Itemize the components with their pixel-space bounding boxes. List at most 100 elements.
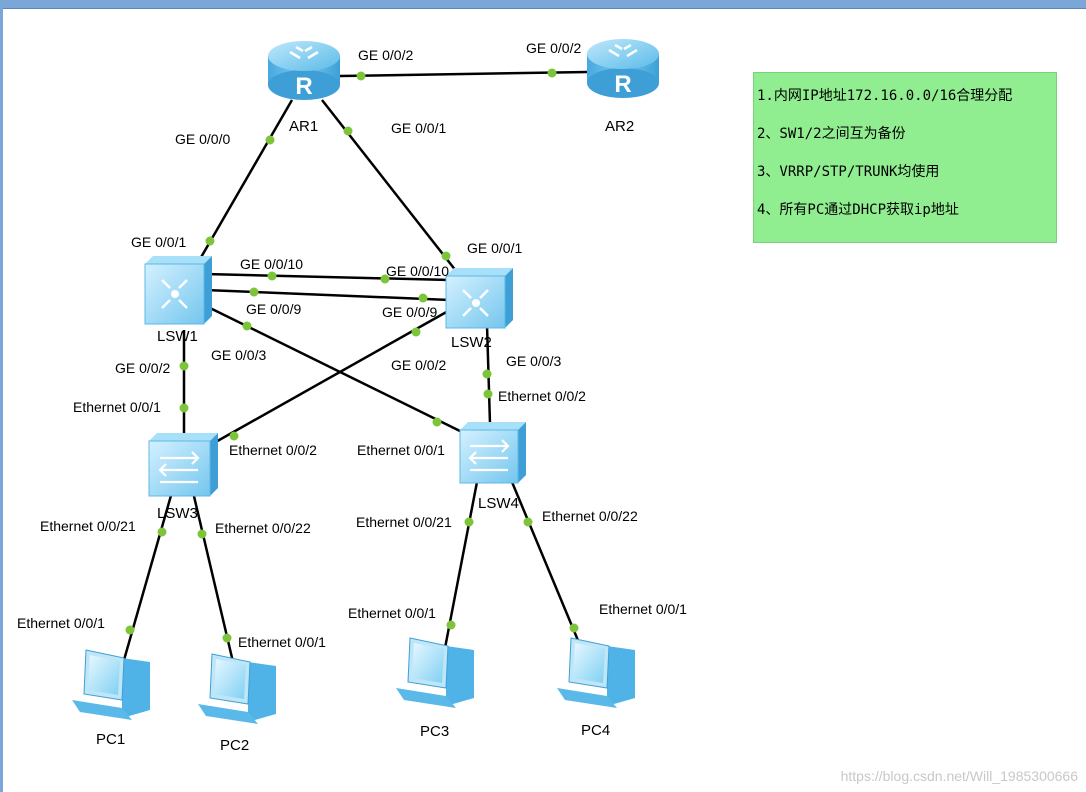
port-label-lsw3-eth021: Ethernet 0/0/21	[40, 518, 136, 534]
port-label-ar2-ge002: GE 0/0/2	[526, 40, 581, 56]
links	[122, 70, 589, 663]
pc-icon	[557, 637, 635, 708]
port-label-lsw1-ge001: GE 0/0/1	[131, 234, 186, 250]
port-label-pc1-eth001: Ethernet 0/0/1	[17, 615, 105, 631]
link-lsw4-pc4	[510, 481, 584, 651]
port-label-pc4-eth001: Ethernet 0/0/1	[599, 601, 687, 617]
port-label-ar1-ge001: GE 0/0/1	[391, 120, 446, 136]
port-dot-ar1-ge000	[265, 135, 275, 145]
window-left-border	[0, 8, 3, 792]
port-dot-lsw3-eth022	[197, 529, 207, 539]
device-label-ar2: AR2	[605, 118, 634, 135]
port-label-lsw1-ge009: GE 0/0/9	[246, 301, 301, 317]
svg-text:R: R	[295, 73, 312, 100]
port-dot-lsw4-eth021	[464, 517, 474, 527]
pc-pc2[interactable]: PC2	[198, 653, 276, 754]
device-label-lsw1: LSW1	[157, 328, 198, 345]
pc-pc1[interactable]: PC1	[72, 649, 150, 748]
device-label-lsw4: LSW4	[478, 495, 519, 512]
port-label-lsw3-eth001: Ethernet 0/0/1	[73, 399, 161, 415]
note-line-4: 4、所有PC通过DHCP获取ip地址	[757, 202, 959, 218]
port-dot-lsw1-ge002	[179, 361, 189, 371]
link-lsw2-lsw3	[204, 308, 451, 450]
device-label-pc4: PC4	[581, 722, 610, 739]
router-icon: R	[268, 41, 340, 100]
svg-text:R: R	[614, 71, 631, 98]
link-lsw1-lsw4	[209, 306, 463, 434]
port-label-lsw2-ge009: GE 0/0/9	[382, 304, 437, 320]
port-dot-lsw2-ge010	[380, 274, 390, 284]
l2-switch-icon	[148, 433, 218, 497]
switch-lsw4[interactable]: LSW4	[459, 422, 526, 512]
port-label-lsw2-ge001: GE 0/0/1	[467, 240, 522, 256]
port-dot-ar1-ge002	[356, 71, 366, 81]
device-label-pc3: PC3	[420, 723, 449, 740]
port-label-ar1-ge002: GE 0/0/2	[358, 47, 413, 63]
switch-lsw2[interactable]: LSW2	[445, 268, 513, 351]
switch-lsw1[interactable]: LSW1	[144, 256, 212, 345]
note-line-1: 1.内网IP地址172.16.0.0/16合理分配	[757, 88, 1013, 104]
port-label-lsw1-ge002: GE 0/0/2	[115, 360, 170, 376]
port-label-lsw2-ge003: GE 0/0/3	[506, 353, 561, 369]
port-label-lsw4-eth021: Ethernet 0/0/21	[356, 514, 452, 530]
port-dot-ar1-ge001	[343, 126, 353, 136]
port-dot-ar2-ge002	[547, 68, 557, 78]
port-label-lsw1-ge010: GE 0/0/10	[240, 256, 303, 272]
port-label-lsw3-eth022: Ethernet 0/0/22	[215, 520, 311, 536]
port-dot-lsw3-eth002	[229, 431, 239, 441]
pc-pc4[interactable]: PC4	[557, 637, 635, 739]
window-title-bar	[0, 0, 1086, 9]
port-dot-lsw1-ge003	[242, 321, 252, 331]
port-dot-pc1-eth001	[125, 625, 135, 635]
port-dot-lsw4-eth022	[523, 517, 533, 527]
router-icon: R	[587, 39, 659, 98]
pc-pc3[interactable]: PC3	[396, 637, 474, 740]
link-lsw4-pc3	[443, 481, 479, 649]
port-dot-lsw2-ge003	[482, 369, 492, 379]
port-dot-pc2-eth001	[222, 633, 232, 643]
requirements-note[interactable]: 1.内网IP地址172.16.0.0/16合理分配 2、SW1/2之间互为备份 …	[753, 72, 1057, 243]
router-ar2[interactable]: R AR2	[587, 39, 659, 135]
port-dot-lsw4-eth002	[483, 389, 493, 399]
port-dot-lsw3-eth001	[179, 403, 189, 413]
device-label-ar1: AR1	[289, 118, 318, 135]
pc-icon	[198, 653, 276, 724]
watermark: https://blog.csdn.net/Will_1985300666	[840, 768, 1078, 784]
device-label-lsw3: LSW3	[157, 505, 198, 522]
port-dot-lsw2-ge009	[418, 293, 428, 303]
port-label-pc3-eth001: Ethernet 0/0/1	[348, 605, 436, 621]
device-label-lsw2: LSW2	[451, 334, 492, 351]
port-label-lsw2-ge010: GE 0/0/10	[386, 263, 449, 279]
note-line-3: 3、VRRP/STP/TRUNK均使用	[757, 164, 940, 180]
port-dot-pc3-eth001	[446, 620, 456, 630]
port-label-lsw4-eth022: Ethernet 0/0/22	[542, 508, 638, 524]
l3-switch-icon	[445, 268, 513, 329]
link-lsw1-lsw2-ge10	[204, 272, 451, 282]
port-dot-lsw1-ge010	[267, 271, 277, 281]
l2-switch-icon	[459, 422, 526, 484]
link-ar1-ar2	[339, 70, 589, 78]
port-dot-lsw1-ge001	[205, 236, 215, 246]
note-line-2: 2、SW1/2之间互为备份	[757, 126, 906, 142]
port-label-pc2-eth001: Ethernet 0/0/1	[238, 634, 326, 650]
port-dots	[125, 68, 579, 643]
port-label-lsw3-eth002: Ethernet 0/0/2	[229, 442, 317, 458]
device-label-pc2: PC2	[220, 737, 249, 754]
port-label-lsw2-ge002: GE 0/0/2	[391, 357, 446, 373]
port-dot-lsw3-eth021	[157, 527, 167, 537]
l3-switch-icon	[144, 256, 212, 325]
device-label-pc1: PC1	[96, 731, 125, 748]
switch-lsw3[interactable]: LSW3	[148, 433, 218, 522]
link-lsw1-lsw2-ge9	[204, 288, 451, 302]
pc-icon	[396, 637, 474, 708]
port-label-ar1-ge000: GE 0/0/0	[175, 131, 230, 147]
port-label-lsw4-eth001: Ethernet 0/0/1	[357, 442, 445, 458]
router-ar1[interactable]: R AR1	[268, 41, 340, 135]
pc-icon	[72, 649, 150, 720]
port-dot-lsw1-ge009	[249, 287, 259, 297]
port-label-lsw4-eth002: Ethernet 0/0/2	[498, 388, 586, 404]
port-label-lsw1-ge003: GE 0/0/3	[211, 347, 266, 363]
port-dot-pc4-eth001	[569, 623, 579, 633]
port-dot-lsw4-eth001	[432, 417, 442, 427]
